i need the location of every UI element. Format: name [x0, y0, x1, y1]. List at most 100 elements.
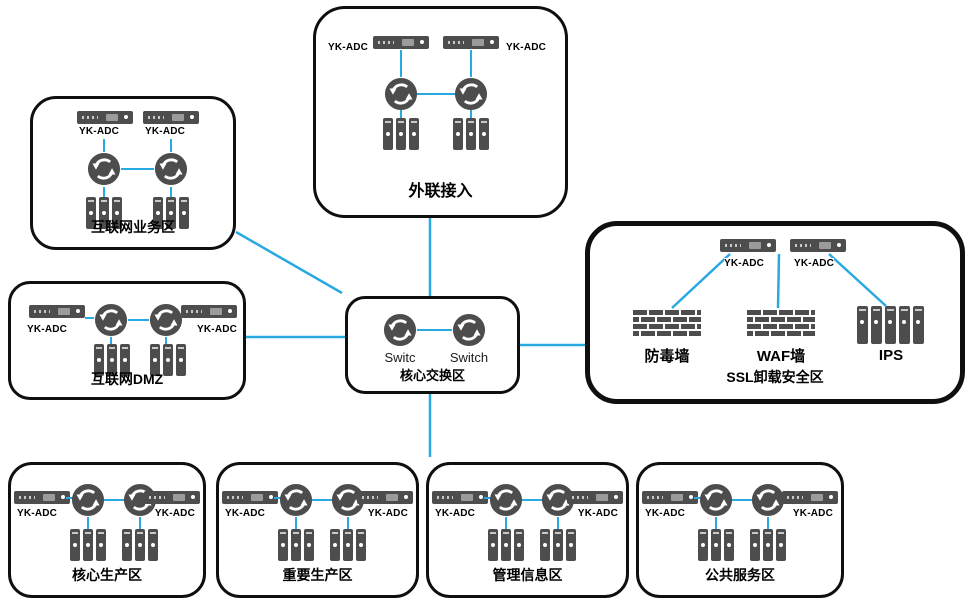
link-line — [470, 50, 472, 77]
link-line — [400, 110, 402, 118]
load-balancer-icon — [149, 303, 183, 337]
link-line — [671, 253, 731, 309]
adc-appliance-icon — [357, 491, 413, 504]
led-icon — [689, 495, 693, 499]
link-line — [767, 517, 769, 529]
led-icon — [228, 309, 232, 313]
led-icon — [191, 495, 195, 499]
link-line — [87, 517, 89, 529]
link-line — [416, 93, 456, 95]
zone-internet-dmz: YK-ADC YK-ADC 互联网DMZ — [8, 281, 246, 400]
link-line — [103, 139, 105, 152]
led-icon — [479, 495, 483, 499]
adc-appliance-icon — [143, 111, 199, 124]
adc-label: YK-ADC — [79, 126, 120, 137]
load-balancer-icon — [384, 77, 418, 111]
server-rack-icon — [122, 529, 158, 561]
link-line — [732, 499, 752, 501]
link-line — [170, 139, 172, 152]
adc-appliance-icon — [222, 491, 278, 504]
server-rack-icon — [150, 344, 186, 376]
adc-label: YK-ADC — [367, 508, 408, 519]
adc-appliance-icon — [181, 305, 237, 318]
adc-label: YK-ADC — [145, 126, 186, 137]
zone-external-access: YK-ADC YK-ADC 外联接入 — [313, 6, 568, 218]
server-rack-icon — [750, 529, 786, 561]
link-line — [66, 497, 73, 499]
link-line — [312, 499, 332, 501]
adc-label: YK-ADC — [17, 508, 58, 519]
zone-management-info: YK-ADC YK-ADC 管理信息区 — [426, 462, 629, 598]
link-line — [347, 517, 349, 529]
load-balancer-icon — [71, 483, 105, 517]
zone-internal-links — [671, 253, 887, 309]
adc-label: YK-ADC — [724, 258, 765, 269]
adc-label: YK-ADC — [27, 324, 68, 335]
server-rack-icon — [453, 118, 489, 150]
adc-appliance-icon — [720, 239, 776, 252]
link-line — [470, 110, 472, 118]
adc-appliance-icon — [144, 491, 200, 504]
server-rack-icon — [698, 529, 734, 561]
load-balancer-icon — [94, 303, 128, 337]
link-line — [522, 499, 542, 501]
link-line — [400, 50, 402, 77]
link-line — [417, 329, 452, 331]
adc-label: YK-ADC — [225, 508, 266, 519]
zone-important-production: YK-ADC YK-ADC 重要生产区 — [216, 462, 419, 598]
link-line — [715, 517, 717, 529]
server-rack-icon — [70, 529, 106, 561]
led-icon — [767, 243, 771, 247]
adc-label: YK-ADC — [197, 324, 238, 335]
link-line — [295, 517, 297, 529]
adc-appliance-icon — [642, 491, 698, 504]
switch-icon — [452, 313, 486, 347]
zone-internet-business: YK-ADC YK-ADC 互联网业务区 — [30, 96, 236, 250]
zone-title: SSL卸载安全区 — [726, 369, 824, 385]
zone-title: 核心交换区 — [399, 368, 465, 383]
led-icon — [614, 495, 618, 499]
link-line — [121, 168, 154, 170]
led-icon — [829, 495, 833, 499]
antivirus-firewall-icon — [633, 310, 701, 336]
link-line — [104, 499, 124, 501]
load-balancer-icon — [279, 483, 313, 517]
load-balancer-icon — [699, 483, 733, 517]
switch-label: Switch — [449, 350, 489, 365]
link-line — [85, 317, 94, 319]
adc-label: YK-ADC — [154, 508, 195, 519]
load-balancer-icon — [454, 77, 488, 111]
zone-title: 核心生产区 — [72, 567, 142, 583]
load-balancer-icon — [489, 483, 523, 517]
led-icon — [269, 495, 273, 499]
adc-appliance-icon — [432, 491, 488, 504]
server-rack-icon — [540, 529, 576, 561]
ips-rack-icon — [857, 306, 924, 344]
adc-label: YK-ADC — [794, 258, 835, 269]
adc-appliance-icon — [567, 491, 623, 504]
link-line — [694, 497, 701, 499]
server-rack-icon — [383, 118, 419, 150]
adc-label: YK-ADC — [792, 508, 833, 519]
link-line — [484, 497, 491, 499]
zone-ssl-offload: YK-ADC YK-ADC 防毒墙 WAF墙 IPS SSL卸载安全区 — [585, 221, 965, 404]
load-balancer-icon — [154, 152, 188, 186]
led-icon — [420, 40, 424, 44]
zone-title: 公共服务区 — [705, 567, 775, 583]
link-line — [505, 517, 507, 529]
led-icon — [490, 40, 494, 44]
zone-public-service: YK-ADC YK-ADC 公共服务区 — [636, 462, 844, 598]
link-line — [110, 337, 112, 344]
load-balancer-icon — [751, 483, 785, 517]
server-rack-icon — [86, 197, 122, 229]
link-line — [776, 253, 781, 309]
adc-appliance-icon — [29, 305, 85, 318]
adc-label: YK-ADC — [435, 508, 476, 519]
zone-title: 重要生产区 — [282, 567, 353, 583]
server-rack-icon — [488, 529, 524, 561]
adc-label: YK-ADC — [506, 42, 547, 53]
server-rack-icon — [153, 197, 189, 229]
link-line — [139, 517, 141, 529]
server-rack-icon — [94, 344, 130, 376]
